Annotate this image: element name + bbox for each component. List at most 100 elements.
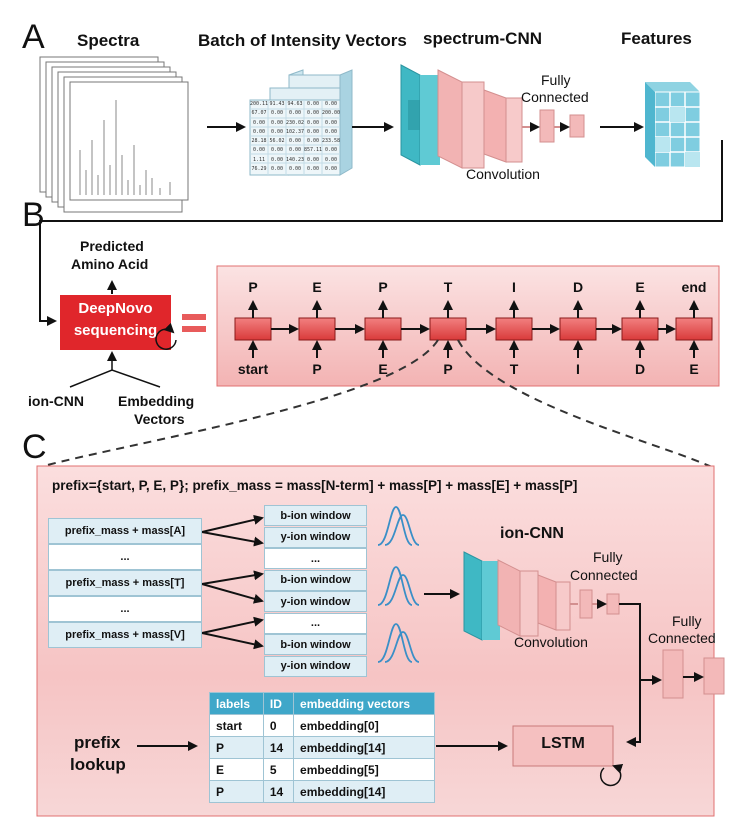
matrix-cell: 0.00	[252, 147, 266, 154]
lstm-cell	[364, 317, 402, 341]
prefix-mass-box: ...	[48, 596, 202, 622]
matrix-cell: 28.18	[251, 138, 267, 145]
table-cell: 14	[262, 780, 295, 803]
chain-output-label: T	[443, 279, 453, 295]
panel-label-c: C	[22, 428, 47, 466]
table-cell: P	[209, 780, 264, 803]
ion-cnn-icon	[463, 551, 620, 641]
table-cell: E	[209, 758, 264, 781]
chain-input-label: I	[576, 361, 580, 377]
matrix-cell: 0.00	[270, 110, 284, 117]
table-header: embedding vectors	[293, 692, 435, 715]
prefix-formula: prefix={start, P, E, P}; prefix_mass = m…	[52, 478, 578, 493]
matrix-cell: 0.00	[324, 147, 338, 154]
matrix-cell: 0.00	[324, 128, 338, 135]
fc2-fully-label: Fully	[672, 613, 702, 629]
table-row: P 14 embedding[14]	[209, 736, 435, 759]
batch-label: Batch of Intensity Vectors	[198, 31, 407, 50]
lstm-cell	[559, 317, 597, 341]
matrix-cell: 76.29	[251, 166, 267, 173]
chain-output-label: P	[248, 279, 258, 295]
features-cube-icon	[645, 82, 701, 168]
matrix-cell: 0.00	[270, 119, 284, 126]
matrix-cell: 233.58	[322, 138, 341, 145]
lstm-cell	[298, 317, 336, 341]
table-cell: embedding[5]	[293, 758, 435, 781]
chain-input-label: P	[312, 361, 322, 377]
ion-window-box: y-ion window	[264, 591, 367, 612]
table-cell: start	[209, 714, 264, 737]
matrix-cell: 0.00	[306, 101, 320, 107]
prefix-mass-box: prefix_mass + mass[V]	[48, 622, 202, 648]
chain-input-label: T	[509, 361, 519, 377]
ion-window-box: ...	[264, 612, 367, 634]
prefix-mass-box: prefix_mass + mass[A]	[48, 518, 202, 544]
prefix-mass-box: ...	[48, 544, 202, 570]
amino-acid-label: Amino Acid	[71, 256, 149, 272]
lstm-box	[512, 725, 614, 767]
sequencing-title: sequencing	[73, 322, 158, 339]
chain-output-label: I	[512, 279, 516, 295]
deepnovo-title: DeepNovo	[78, 300, 153, 317]
lstm-cell	[675, 317, 713, 341]
matrix-cell: 0.00	[324, 166, 338, 173]
matrix-cell: 0.00	[306, 110, 320, 117]
prefix-label: prefix	[74, 733, 121, 752]
panel-label-b: B	[22, 196, 45, 234]
matrix-cell: 0.00	[324, 101, 338, 107]
matrix-cell: 1.11	[252, 156, 266, 163]
intensity-matrix-icon	[249, 69, 353, 176]
lookup-label: lookup	[70, 755, 126, 774]
table-header-row: labels ID embedding vectors	[209, 692, 435, 715]
chain-input-label: start	[237, 361, 269, 377]
matrix-cell: 0.00	[288, 147, 302, 154]
table-header: ID	[262, 692, 295, 715]
lstm-label: LSTM	[541, 735, 585, 752]
connected-label: Connected	[521, 89, 589, 105]
matrix-cell: 0.00	[324, 119, 338, 126]
matrix-cell: 0.00	[306, 166, 320, 173]
matrix-cell: 0.00	[252, 128, 266, 135]
convolution-label: Convolution	[466, 166, 540, 182]
matrix-cell: 94.63	[287, 101, 303, 107]
chain-output-label: P	[378, 279, 388, 295]
table-row: P 14 embedding[14]	[209, 780, 435, 803]
features-label: Features	[621, 29, 692, 48]
lstm-cell	[621, 317, 659, 341]
matrix-cell: 200.00	[322, 110, 341, 117]
table-row: start 0 embedding[0]	[209, 714, 435, 737]
ion-cnn-input-label: ion-CNN	[28, 393, 84, 409]
table-cell: 0	[262, 714, 295, 737]
matrix-cell: 230.02	[286, 119, 305, 126]
ion-window-box: b-ion window	[264, 569, 367, 591]
peak-icons	[377, 506, 420, 663]
chain-output-label: D	[572, 279, 584, 295]
ion-connected-label: Connected	[570, 567, 638, 583]
deepnovo-box	[60, 295, 171, 350]
embedding-table: labels ID embedding vectors start 0 embe…	[209, 692, 435, 803]
table-row: E 5 embedding[5]	[209, 758, 435, 781]
matrix-cell: 56.02	[269, 138, 285, 145]
matrix-cell: 0.00	[270, 166, 284, 173]
lstm-cell	[234, 317, 272, 341]
spectrum-cnn-label: spectrum-CNN	[423, 29, 543, 48]
matrix-cell: 0.00	[270, 156, 284, 163]
table-cell: embedding[14]	[293, 780, 435, 803]
matrix-cell: 0.00	[306, 138, 320, 145]
table-cell: 14	[262, 736, 295, 759]
matrix-cell: 0.00	[306, 156, 320, 163]
matrix-cell: 91.43	[269, 101, 285, 107]
lstm-cell	[495, 317, 533, 341]
vectors-label: Vectors	[134, 411, 185, 427]
ion-convolution-label: Convolution	[514, 634, 588, 650]
matrix-cell: 0.00	[252, 119, 266, 126]
chain-output-label: end	[681, 279, 707, 295]
ion-fully-label: Fully	[593, 549, 623, 565]
